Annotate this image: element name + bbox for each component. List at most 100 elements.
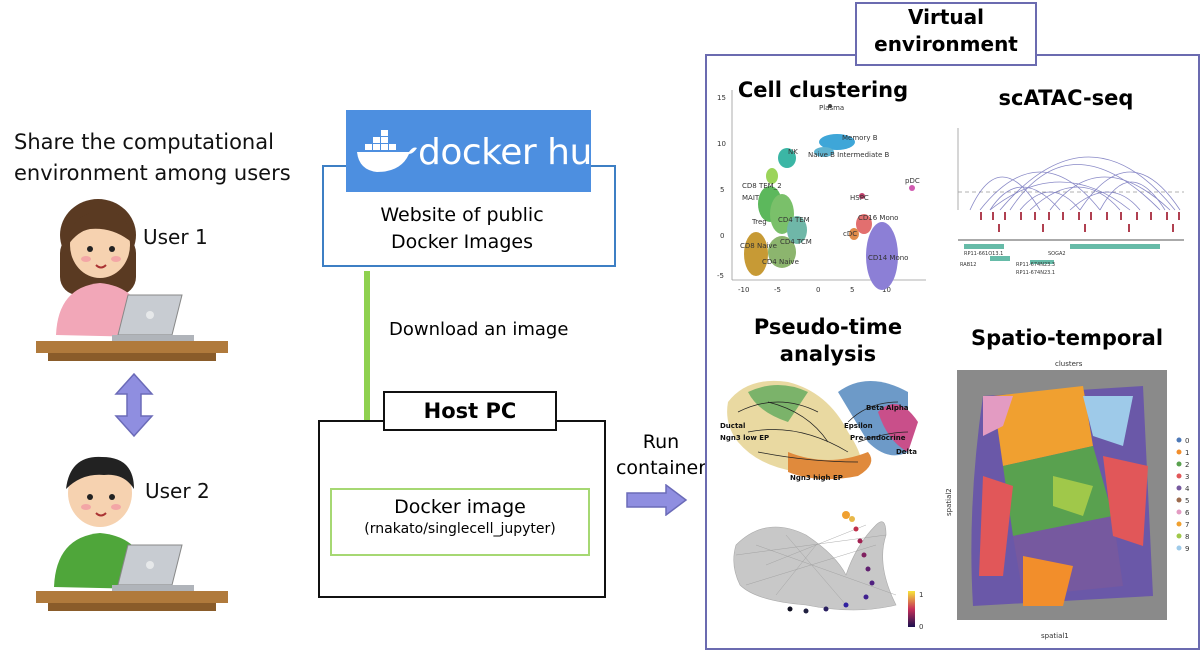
cluster-naive-b <box>814 147 834 157</box>
umap-ytick: 10 <box>717 140 726 148</box>
gene-label: RP11-674N23.3 <box>1016 262 1055 268</box>
umap-ytick: -5 <box>717 272 724 280</box>
cluster-pdc <box>909 185 915 191</box>
cluster-cd16-mono <box>856 214 872 234</box>
gene-label: SOGA2 <box>1048 251 1066 257</box>
legend-label: 1 <box>1185 449 1189 457</box>
legend-label: 5 <box>1185 497 1189 505</box>
spatial-legend: 0 1 2 3 4 5 6 7 8 9 <box>1176 437 1190 553</box>
umap-xtick: -10 <box>738 286 749 294</box>
colorbar-min: 0 <box>919 623 923 631</box>
exchange-arrow <box>114 372 154 438</box>
user2-illustration <box>36 456 228 611</box>
scatac-title: scATAC-seq <box>998 86 1134 110</box>
pseudotime-colorbar <box>908 591 915 627</box>
legend-label: 2 <box>1185 461 1189 469</box>
label-hspc: HSPC <box>850 194 869 202</box>
gene-label: RP11-661O13.1 <box>964 251 1003 257</box>
label-ductal: Ductal <box>720 422 745 430</box>
legend-dot-1 <box>1176 449 1182 455</box>
label-cd8-tem: CD8 TEM_2 <box>742 182 782 190</box>
docker-image-box: Docker image (rnakato/singlecell_jupyter… <box>330 488 590 556</box>
share-environment-text: Share the computational environment amon… <box>14 130 291 185</box>
docker-image-name: (rnakato/singlecell_jupyter) <box>364 521 556 537</box>
scatac-plot: RP11-661O13.1 SOGA2 RAB12 RP11-674N23.3 … <box>957 128 1184 276</box>
legend-dot-0 <box>1176 437 1182 443</box>
umap-ytick: 0 <box>720 232 724 240</box>
legend-dot-3 <box>1176 473 1182 479</box>
pseudotime-velocity-plot: Ductal Ngn3 low EP Beta Alpha Epsilon De… <box>720 380 918 482</box>
label-ngn3-high: Ngn3 high EP <box>790 474 843 482</box>
cluster-plasma <box>828 104 832 108</box>
spatial-plot-title: clusters <box>1055 360 1083 368</box>
download-label: Download an image <box>389 319 569 340</box>
legend-label: 6 <box>1185 509 1190 517</box>
run-arrow <box>626 484 688 516</box>
label-beta: Beta <box>866 404 884 412</box>
pseudotime-title: Pseudo-time analysis <box>753 315 903 366</box>
label-memory-b: Memory B <box>842 134 878 142</box>
label-delta: Delta <box>896 448 917 456</box>
label-cd16: CD16 Mono <box>858 214 898 222</box>
legend-label: 8 <box>1185 533 1189 541</box>
host-pc-title: Host PC <box>383 391 557 431</box>
cluster-nk-2 <box>766 168 778 184</box>
cell-clustering-umap: 15 10 5 0 -5 -10 -5 0 5 10 Plasma Memory… <box>717 90 926 294</box>
gene-label: RAB12 <box>960 262 976 268</box>
label-cd4-tem: CD4 TEM <box>778 216 810 224</box>
umap-xtick: -5 <box>774 286 781 294</box>
cluster-cd14-mono <box>866 222 898 290</box>
label-pdc: pDC <box>905 177 920 185</box>
label-mait: MAIT <box>742 194 760 202</box>
legend-label: 3 <box>1185 473 1189 481</box>
user1-label: User 1 <box>143 225 208 249</box>
legend-dot-9 <box>1176 545 1182 551</box>
user2-label: User 2 <box>145 479 210 503</box>
cluster-cd4-naive <box>768 236 796 268</box>
user1-illustration <box>36 199 228 361</box>
cluster-nk <box>778 148 796 168</box>
spatial-cluster-plot: clusters spatial1 spatial2 0 1 2 3 4 5 6… <box>945 360 1190 640</box>
download-line <box>364 271 370 471</box>
label-cdc: cDC <box>843 230 857 238</box>
label-ngn3-low: Ngn3 low EP <box>720 434 769 442</box>
label-plasma: Plasma <box>819 104 844 112</box>
cluster-hspc <box>859 193 865 199</box>
spatial-title: Spatio-temporal <box>970 326 1164 350</box>
dockerhub-caption: Website of public Docker Images <box>380 204 544 253</box>
legend-dot-5 <box>1176 497 1182 503</box>
legend-label: 4 <box>1185 485 1190 493</box>
umap-xtick: 0 <box>816 286 820 294</box>
legend-dot-6 <box>1176 509 1182 515</box>
legend-label: 7 <box>1185 521 1189 529</box>
umap-xtick: 5 <box>850 286 854 294</box>
label-cd8-naive: CD8 Naive <box>740 242 777 250</box>
label-nk: NK <box>788 148 798 156</box>
spatial-ylabel: spatial2 <box>945 488 953 516</box>
cluster-cd8-naive <box>744 232 768 276</box>
legend-dot-7 <box>1176 521 1182 527</box>
label-naive-b: Naive B Intermediate B <box>808 151 890 159</box>
gene-label: RP11-674N23.1 <box>1016 270 1055 276</box>
umap-ytick: 15 <box>717 94 726 102</box>
label-cd14: CD14 Mono <box>868 254 908 262</box>
legend-dot-8 <box>1176 533 1182 539</box>
umap-ytick: 5 <box>720 186 724 194</box>
pseudotime-graph-plot: 1 0 <box>733 511 923 631</box>
dockerhub-wordmark: docker hub <box>418 132 615 173</box>
spatial-xlabel: spatial1 <box>1041 632 1069 640</box>
label-cd4-tcm: CD4 TCM <box>780 238 812 246</box>
docker-whale-icon <box>357 130 417 172</box>
umap-xtick: 10 <box>882 286 891 294</box>
cell-clustering-title: Cell clustering <box>737 78 909 102</box>
cluster-cd4-tcm <box>787 216 807 244</box>
label-cd4-naive: CD4 Naive <box>762 258 799 266</box>
legend-label: 0 <box>1185 437 1189 445</box>
run-container-label: Run container <box>615 431 707 479</box>
cluster-cdc <box>849 228 859 240</box>
dockerhub-logo-banner <box>346 110 591 192</box>
docker-image-title: Docker image <box>394 496 526 518</box>
colorbar-max: 1 <box>919 591 923 599</box>
label-treg: Treg <box>751 218 767 226</box>
label-epsilon: Epsilon <box>844 422 873 430</box>
